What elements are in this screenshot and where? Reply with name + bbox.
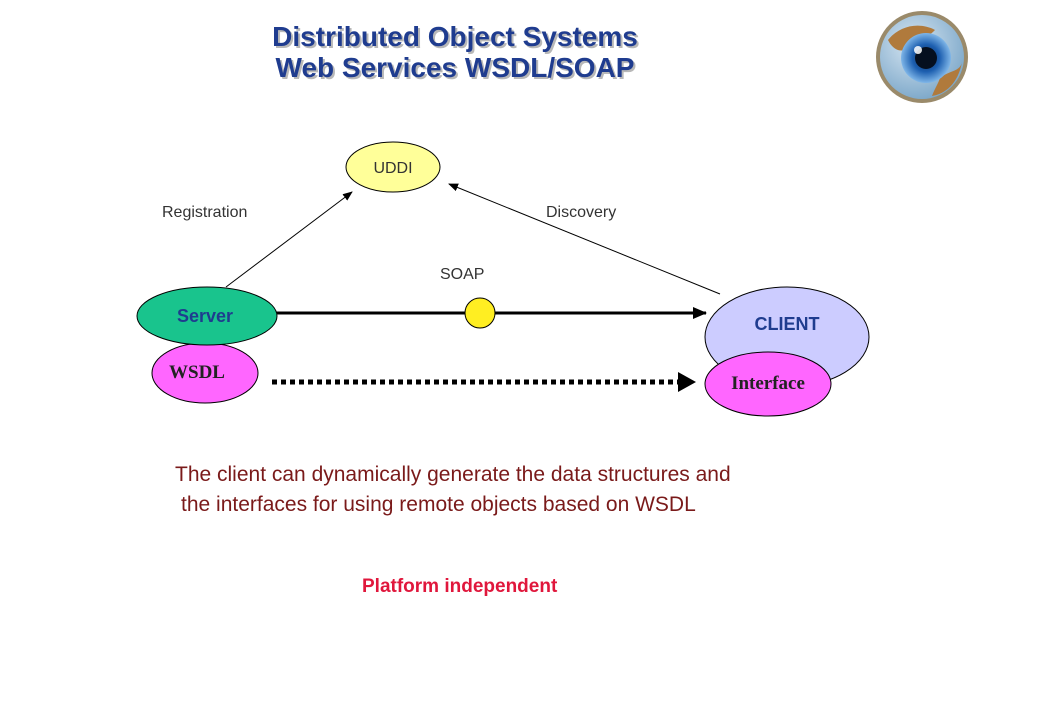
wsdl-to-interface-arrowhead [678,372,696,392]
registration-arrow [225,191,353,288]
eye-globe-icon [876,11,968,103]
wsdl-label: WSDL [169,362,225,383]
slide-title-line2: Web Services WSDL/SOAP [275,52,635,83]
registration-label: Registration [162,204,247,221]
discovery-label: Discovery [546,204,616,221]
interface-label: Interface [731,373,805,394]
soap-message-dot [464,297,496,329]
server-node [136,286,278,346]
uddi-node [345,141,441,193]
discovery-arrow [448,183,721,295]
slide-title-line1: Distributed Object Systems [272,21,638,52]
description-line1: The client can dynamically generate the … [175,463,731,486]
description-line2: the interfaces for using remote objects … [181,493,696,516]
client-label: CLIENT [755,314,820,334]
platform-independent-note: Platform independent [362,576,558,597]
soap-label: SOAP [440,266,484,283]
interface-node [704,351,832,417]
server-label: Server [177,306,233,326]
uddi-label: UDDI [373,160,412,177]
